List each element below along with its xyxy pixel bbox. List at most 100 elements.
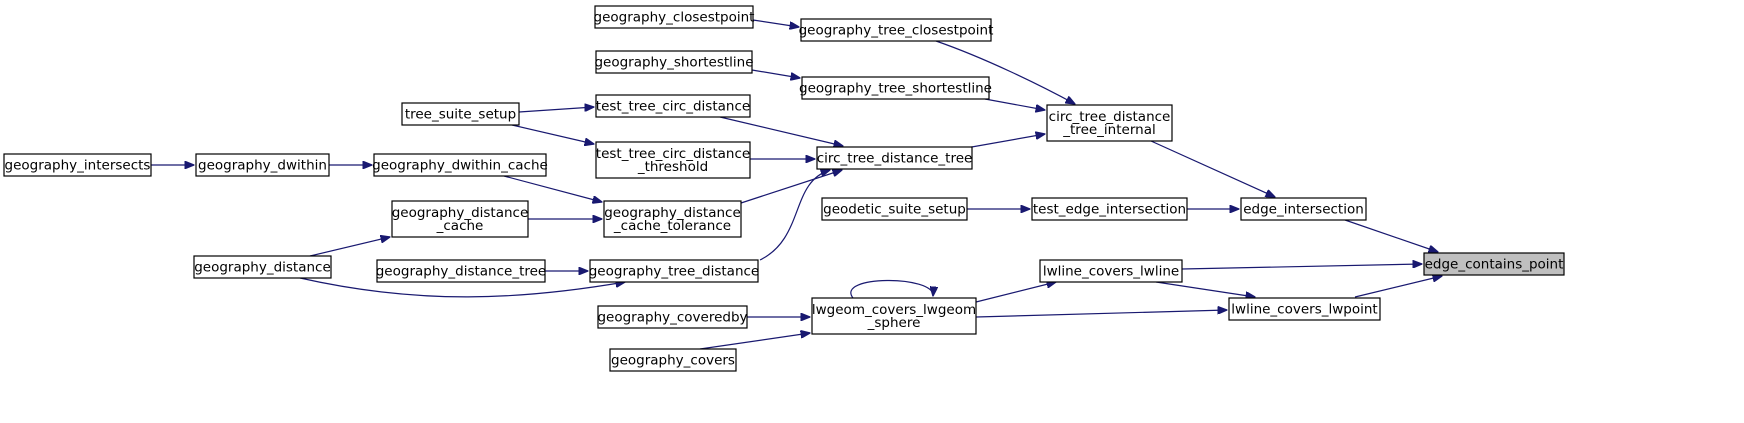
edge-line xyxy=(1344,219,1438,252)
node-box xyxy=(3,153,152,177)
node-box xyxy=(594,5,754,29)
node-label: circ_tree_distance xyxy=(1049,109,1171,125)
edge-line xyxy=(503,175,602,202)
node-test-edge-intersection[interactable]: test_edge_intersection xyxy=(1031,197,1188,221)
node-box xyxy=(595,50,753,74)
node-geography-dwithin-cache[interactable]: geography_dwithin_cache xyxy=(372,153,548,177)
node-box xyxy=(609,348,737,372)
edge-circ-tree-distance-tree-internal-to-edge-intersection xyxy=(1150,140,1275,197)
edge-geography-tree-shortestline-to-circ-tree-distance-tree-internal xyxy=(984,98,1045,110)
node-label: geography_distance xyxy=(604,205,741,221)
node-label: geography_tree_shortestline xyxy=(799,81,992,97)
node-geography-tree-closestpoint[interactable]: geography_tree_closestpoint xyxy=(799,18,994,42)
node-geography-distance-cache-tolerance[interactable]: geography_distance_cache_tolerance xyxy=(603,200,742,238)
node-label: geography_coveredby xyxy=(597,310,747,326)
node-box xyxy=(1031,197,1188,221)
node-box xyxy=(603,200,742,238)
node-label: geodetic_suite_setup xyxy=(823,202,966,218)
node-box xyxy=(1228,297,1381,321)
edge-lwline-covers-lwpoint-to-edge-contains-point xyxy=(1354,276,1442,298)
node-edge-contains-point[interactable]: edge_contains_point xyxy=(1423,252,1565,276)
edge-lwgeom-covers-lwgeom-sphere-to-lwgeom-covers-lwgeom-sphere xyxy=(850,279,933,299)
node-label: geography_shortestline xyxy=(594,55,753,71)
nodes-layer: edge_contains_point edge_intersectionlwli… xyxy=(3,5,1565,372)
node-geography-dwithin[interactable]: geography_dwithin xyxy=(195,153,330,177)
node-label: circ_tree_distance_tree xyxy=(817,151,973,167)
node-geography-coveredby[interactable]: geography_coveredby xyxy=(597,305,748,329)
node-box xyxy=(193,255,332,279)
edge-line xyxy=(752,19,799,27)
node-label: test_edge_intersection xyxy=(1033,202,1186,218)
edge-circ-tree-distance-tree-to-circ-tree-distance-tree-internal xyxy=(965,134,1045,149)
node-circ-tree-distance-tree[interactable]: circ_tree_distance_tree xyxy=(816,146,973,170)
node-label: lwgeom_covers_lwgeom xyxy=(812,302,976,318)
edge-line xyxy=(850,279,933,299)
node-box xyxy=(1039,259,1183,283)
node-geography-tree-shortestline[interactable]: geography_tree_shortestline xyxy=(799,76,992,100)
node-box xyxy=(373,153,547,177)
node-geography-distance-tree[interactable]: geography_distance_tree xyxy=(376,259,547,283)
node-label: edge_contains_point xyxy=(1425,257,1564,273)
node-box xyxy=(595,94,751,118)
edge-line xyxy=(719,116,843,146)
node-label: test_tree_circ_distance xyxy=(596,146,750,162)
node-label: edge_intersection xyxy=(1243,202,1364,218)
node-geography-closestpoint[interactable]: geography_closestpoint xyxy=(594,5,755,29)
node-label: geography_dwithin xyxy=(198,158,327,174)
node-label: geography_intersects xyxy=(5,158,151,174)
node-label: _cache_tolerance xyxy=(613,218,731,234)
edge-line xyxy=(1181,264,1422,270)
node-box xyxy=(821,197,968,221)
node-test-tree-circ-distance-threshold[interactable]: test_tree_circ_distance_threshold xyxy=(595,141,751,179)
node-geography-covers[interactable]: geography_covers xyxy=(609,348,737,372)
edge-geography-tree-closestpoint-to-circ-tree-distance-tree-internal xyxy=(935,40,1075,104)
edge-geography-covers-to-lwgeom-covers-lwgeom-sphere xyxy=(699,333,810,350)
edge-tree-suite-setup-to-test-tree-circ-distance xyxy=(518,107,594,113)
node-test-tree-circ-distance[interactable]: test_tree_circ_distance xyxy=(595,94,751,118)
node-label: _threshold xyxy=(637,159,708,175)
node-box xyxy=(401,102,520,126)
node-lwline-covers-lwline[interactable]: lwline_covers_lwline xyxy=(1039,259,1183,283)
node-circ-tree-distance-tree-internal[interactable]: circ_tree_distance_tree_internal xyxy=(1046,104,1173,142)
edge-edge-intersection-to-edge-contains-point xyxy=(1344,219,1438,252)
edge-line xyxy=(299,277,625,298)
node-box xyxy=(595,141,751,179)
node-box xyxy=(195,153,330,177)
edge-line xyxy=(1150,140,1275,197)
node-box xyxy=(801,76,990,100)
node-label: geography_tree_distance xyxy=(589,264,760,280)
node-geography-distance-cache[interactable]: geography_distance_cache xyxy=(391,200,529,238)
edge-line xyxy=(965,134,1045,149)
node-box xyxy=(1240,197,1367,221)
node-geography-intersects[interactable]: geography_intersects xyxy=(3,153,152,177)
node-label: _sphere xyxy=(867,315,921,331)
node-box xyxy=(589,259,759,283)
node-label: lwline_covers_lwline xyxy=(1043,264,1179,280)
edge-line xyxy=(511,124,594,144)
node-box xyxy=(816,146,973,170)
node-geodetic-suite-setup[interactable]: geodetic_suite_setup xyxy=(821,197,968,221)
node-geography-tree-distance[interactable]: geography_tree_distance xyxy=(589,259,760,283)
edge-geography-distance-to-geography-tree-distance xyxy=(299,277,625,298)
edge-tree-suite-setup-to-test-tree-circ-distance-threshold xyxy=(511,124,594,144)
node-label: geography_covers xyxy=(611,353,735,369)
node-edge-intersection[interactable]: edge_intersection xyxy=(1240,197,1367,221)
node-box xyxy=(597,305,748,329)
node-tree-suite-setup[interactable]: tree_suite_setup xyxy=(401,102,520,126)
node-label: geography_distance_tree xyxy=(376,264,547,280)
node-box xyxy=(800,18,992,42)
edge-lwgeom-covers-lwgeom-sphere-to-lwline-covers-lwpoint xyxy=(975,310,1227,318)
edge-line xyxy=(935,40,1075,104)
node-lwline-covers-lwpoint[interactable]: lwline_covers_lwpoint xyxy=(1228,297,1381,321)
node-geography-distance[interactable]: geography_distance xyxy=(193,255,332,279)
edge-geography-shortestline-to-geography-tree-shortestline xyxy=(751,69,800,78)
node-geography-shortestline[interactable]: geography_shortestline xyxy=(594,50,754,74)
node-label: _cache xyxy=(436,218,484,234)
node-label: tree_suite_setup xyxy=(405,107,516,123)
node-lwgeom-covers-lwgeom-sphere[interactable]: lwgeom_covers_lwgeom_sphere xyxy=(811,297,977,335)
edge-geography-distance-to-geography-distance-cache xyxy=(309,237,390,257)
node-label: lwline_covers_lwpoint xyxy=(1231,302,1377,318)
node-box xyxy=(1423,252,1565,276)
node-label: geography_closestpoint xyxy=(594,10,755,26)
